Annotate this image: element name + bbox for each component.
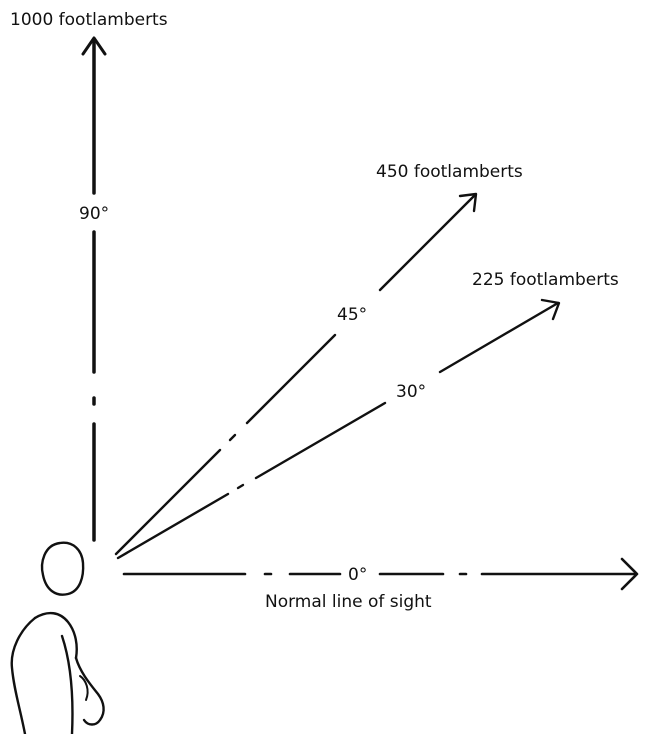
viewer-figure (10, 541, 105, 734)
ray-0 (122, 557, 639, 591)
ray-30-line-mid (254, 401, 387, 480)
ray-45-line-top (378, 193, 477, 292)
ray-90 (81, 36, 107, 542)
ray-0-arrowhead (620, 557, 639, 591)
ray-30 (116, 298, 561, 560)
line-of-sight-caption: Normal line of sight (265, 592, 432, 612)
viewer-arm (74, 656, 105, 726)
angle-label-45: 45° (337, 305, 367, 325)
viewer-hand (79, 675, 89, 701)
angle-label-30: 30° (396, 382, 426, 402)
viewer-chest (60, 634, 74, 734)
ray-45-line-low (114, 448, 222, 556)
ray-45-line-mid (245, 333, 337, 425)
ray-30-arrowhead (540, 298, 561, 321)
viewer-head (40, 541, 85, 596)
ray-30-line-top (438, 301, 560, 374)
ray-90-arrowhead (81, 36, 107, 56)
ray-30-line-low (116, 492, 230, 560)
ray-45 (114, 192, 478, 556)
luminance-label-90: 1000 footlamberts (10, 10, 168, 30)
ray-30-dot (236, 483, 245, 490)
ray-45-arrowhead (458, 192, 478, 213)
ray-45-dot (228, 433, 237, 442)
luminance-label-30: 225 footlamberts (472, 270, 619, 290)
viewer-shoulder (33, 611, 78, 660)
angle-label-90: 90° (79, 204, 109, 224)
viewer-back (10, 616, 37, 734)
luminance-label-45: 450 footlamberts (376, 162, 523, 182)
angle-label-0: 0° (348, 565, 367, 585)
